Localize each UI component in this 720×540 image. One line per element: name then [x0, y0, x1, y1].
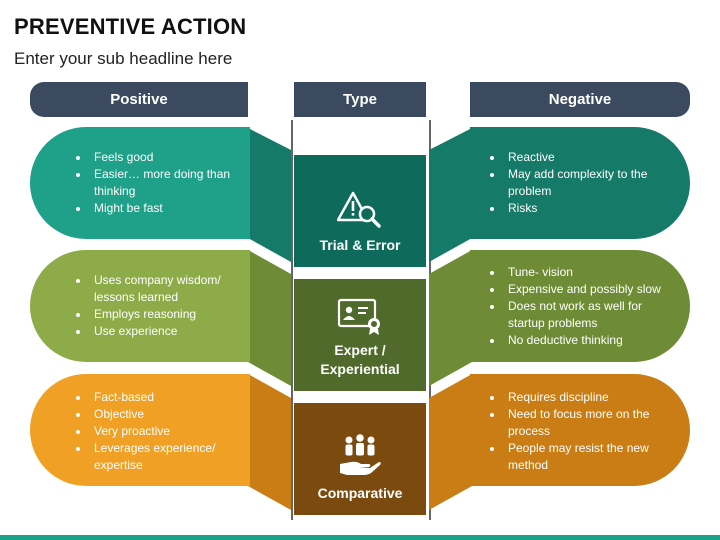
type-label-3: Comparative: [317, 485, 403, 501]
list-item: Might be fast: [90, 200, 242, 217]
list-item: Reactive: [504, 149, 682, 166]
list-item: Does not work as well for startup proble…: [504, 298, 682, 332]
negative-list-1: Reactive May add complexity to the probl…: [486, 149, 682, 217]
list-item: Expensive and possibly slow: [504, 281, 682, 298]
flap-right-3: [429, 374, 472, 510]
positive-list-3: Fact-based Objective Very proactive Leve…: [72, 389, 242, 474]
flap-right-2: [429, 250, 472, 386]
list-item: Objective: [90, 406, 242, 423]
list-item: Feels good: [90, 149, 242, 166]
negative-card-2: Tune- vision Expensive and possibly slow…: [470, 250, 690, 362]
positive-card-1: Feels good Easier… more doing than think…: [30, 127, 250, 239]
type-label-2: Expert / Experiential: [320, 342, 400, 377]
list-item: Employs reasoning: [90, 306, 242, 323]
bottom-accent-bar: [0, 535, 720, 540]
negative-card-1: Reactive May add complexity to the probl…: [470, 127, 690, 239]
negative-list-2: Tune- vision Expensive and possibly slow…: [486, 264, 682, 349]
list-item: People may resist the new method: [504, 440, 682, 474]
negative-list-3: Requires discipline Need to focus more o…: [486, 389, 682, 474]
type-box-2: Expert / Experiential: [294, 279, 426, 391]
list-item: No deductive thinking: [504, 332, 682, 349]
list-item: Risks: [504, 200, 682, 217]
negative-card-3: Requires discipline Need to focus more o…: [470, 374, 690, 486]
flap-left-1: [248, 128, 291, 262]
list-item: Requires discipline: [504, 389, 682, 406]
positive-card-2: Uses company wisdom/ lessons learned Emp…: [30, 250, 250, 362]
header-type: Type: [294, 82, 426, 117]
warning-magnifier-icon: [337, 191, 381, 228]
header-negative: Negative: [470, 82, 690, 117]
positive-list-1: Feels good Easier… more doing than think…: [72, 149, 242, 217]
page-subtitle: Enter your sub headline here: [14, 49, 233, 68]
list-item: Tune- vision: [504, 264, 682, 281]
divider-left: [291, 120, 293, 520]
flap-right-1: [429, 128, 472, 262]
type-box-1: Trial & Error: [294, 155, 426, 267]
list-item: Easier… more doing than thinking: [90, 166, 242, 200]
type-label-1: Trial & Error: [319, 237, 401, 253]
list-item: Use experience: [90, 323, 242, 340]
type-box-3: Comparative: [294, 403, 426, 515]
positive-card-3: Fact-based Objective Very proactive Leve…: [30, 374, 250, 486]
header-positive: Positive: [30, 82, 248, 117]
flap-left-3: [248, 374, 291, 510]
flap-left-2: [248, 250, 291, 386]
page-title: PREVENTIVE ACTION: [14, 14, 247, 39]
list-item: Leverages experience/ expertise: [90, 440, 242, 474]
list-item: Very proactive: [90, 423, 242, 440]
positive-list-2: Uses company wisdom/ lessons learned Emp…: [72, 272, 242, 340]
list-item: Need to focus more on the process: [504, 406, 682, 440]
list-item: Uses company wisdom/ lessons learned: [90, 272, 242, 306]
list-item: Fact-based: [90, 389, 242, 406]
certificate-icon: [337, 298, 380, 335]
people-hand-icon: [340, 434, 381, 475]
list-item: May add complexity to the problem: [504, 166, 682, 200]
